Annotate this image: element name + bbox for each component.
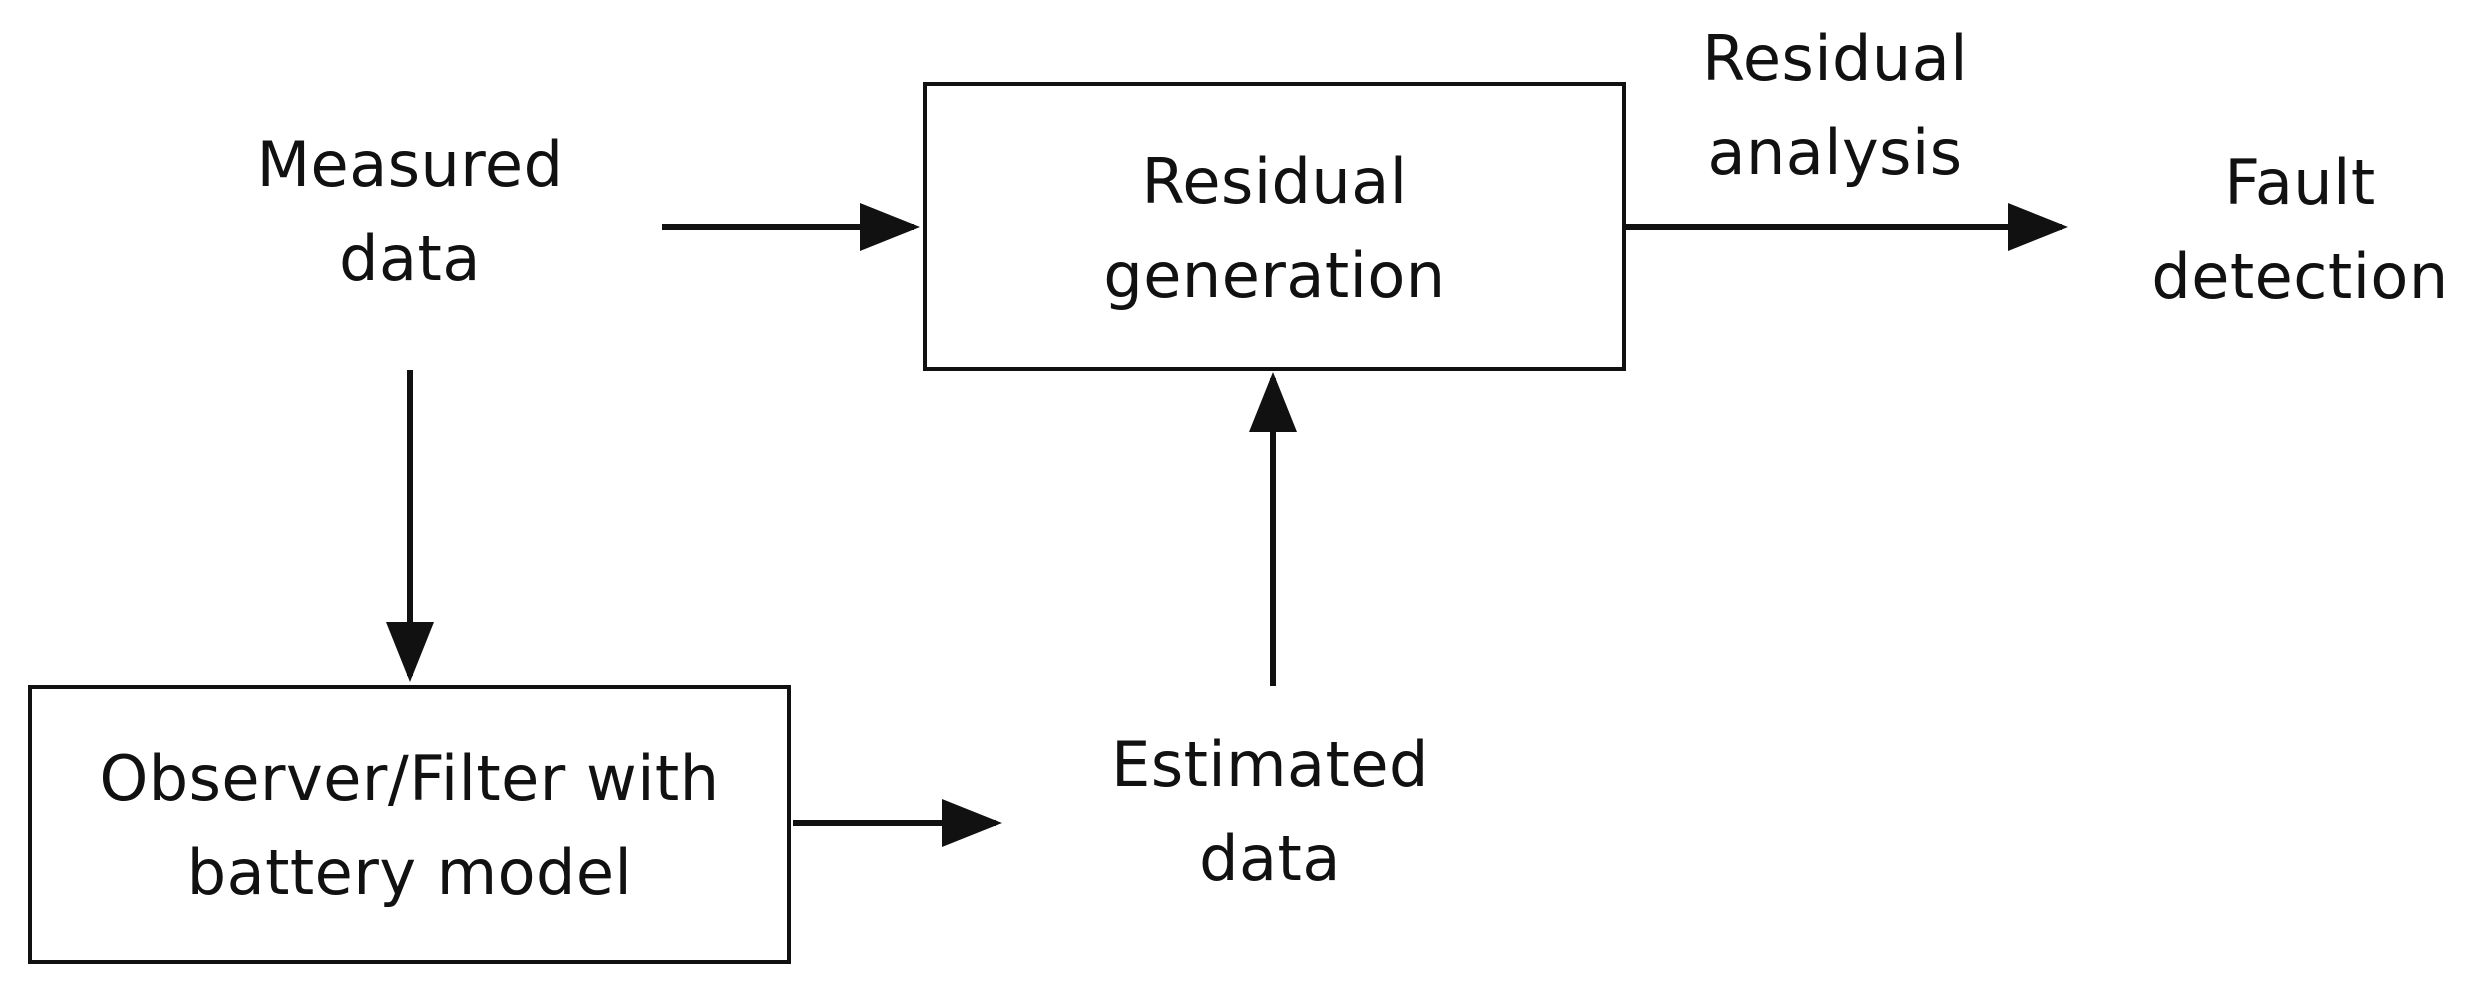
residual-generation-label: Residual generation bbox=[1103, 145, 1446, 312]
measured-data-label: Measured data bbox=[256, 128, 564, 295]
fault-detection-label: Fault detection bbox=[2151, 146, 2449, 313]
observer-filter-box bbox=[28, 685, 791, 964]
observer-filter-label: Observer/Filter with battery model bbox=[99, 742, 720, 909]
residual-analysis-label: Residual analysis bbox=[1702, 22, 1968, 189]
residual-generation-box bbox=[923, 82, 1626, 371]
estimated-data-label: Estimated data bbox=[1111, 728, 1429, 895]
